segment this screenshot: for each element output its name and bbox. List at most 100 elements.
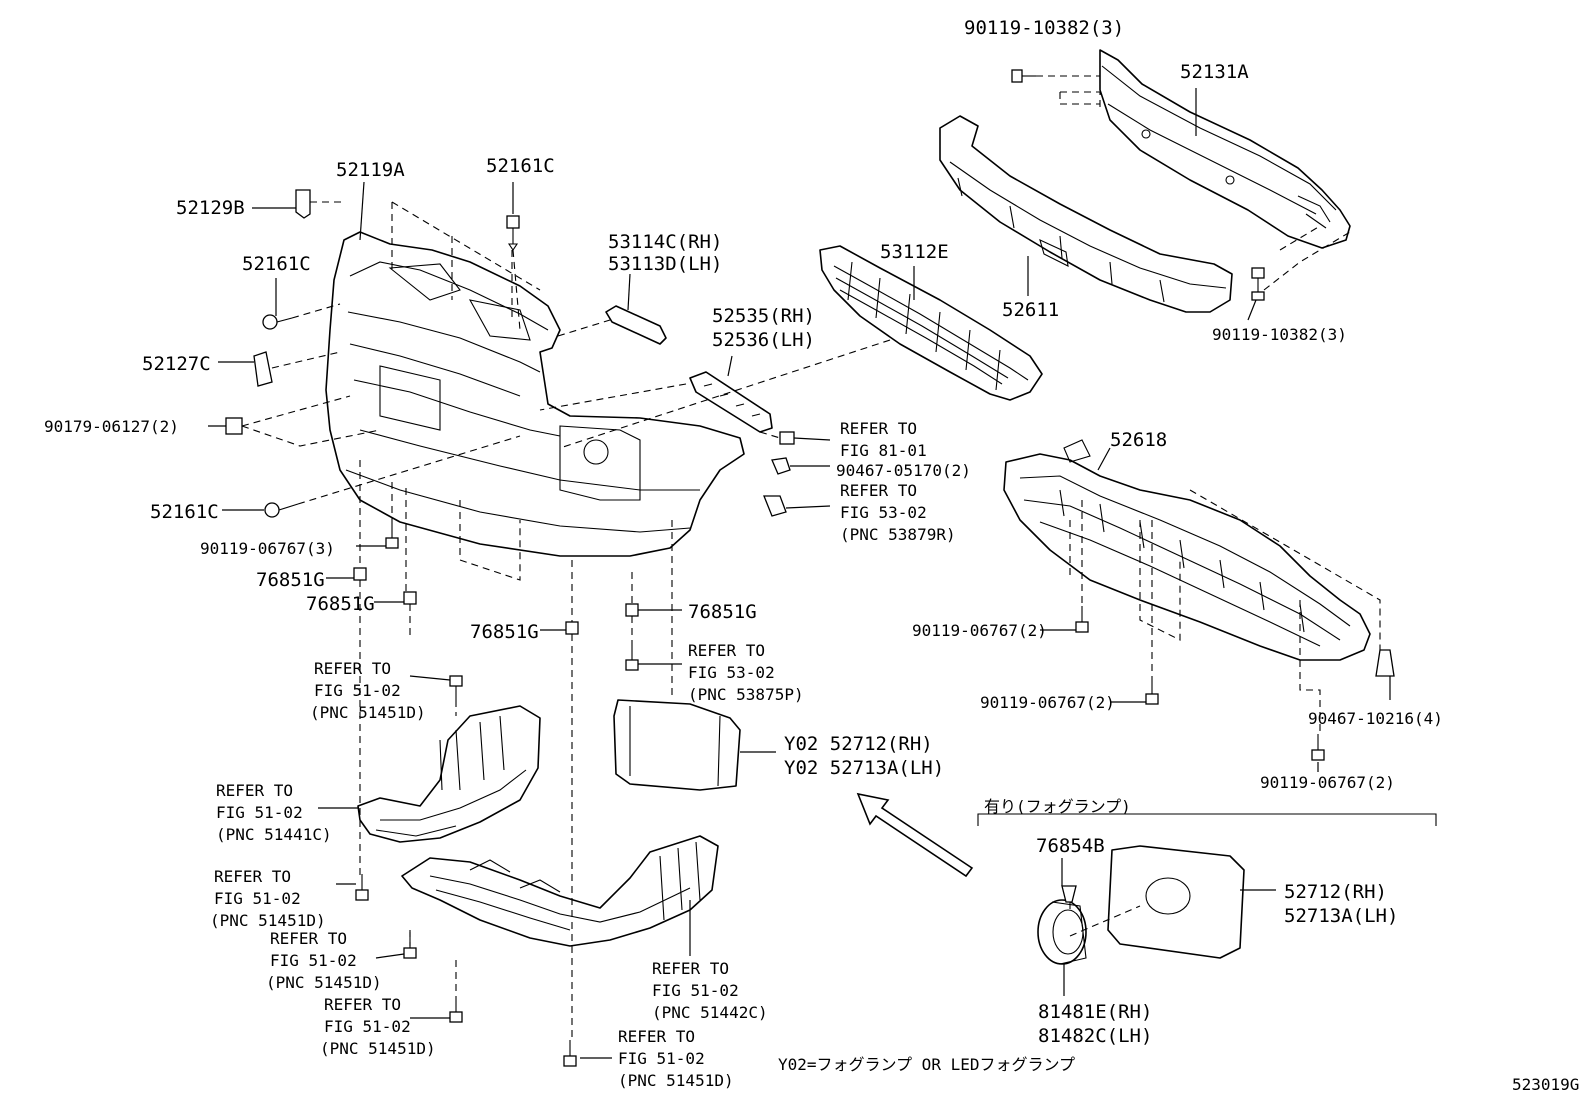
absorber-52611: [939, 115, 1233, 313]
label-76851G-b: 76851G: [306, 593, 375, 615]
label-53113D: 53113D(LH): [608, 253, 722, 275]
label-refer-51441-a: REFER TO: [216, 781, 293, 800]
label-90179-06127: 90179-06127(2): [44, 417, 179, 436]
nut-icon: [625, 603, 639, 617]
clip-icon: [1375, 649, 1395, 677]
label-refer-51451-b2: FIG 51-02: [214, 889, 301, 908]
clip-icon: [1061, 885, 1077, 903]
label-90119-10382-bot: 90119-10382(3): [1212, 325, 1347, 344]
label-52127C: 52127C: [142, 353, 211, 375]
diagram-id: 523019G: [1512, 1075, 1579, 1094]
label-90467-05170: 90467-05170(2): [836, 461, 971, 480]
label-76854B: 76854B: [1036, 835, 1105, 857]
label-refer-53879-b: FIG 53-02: [840, 503, 927, 522]
fasteners: [225, 69, 1395, 1067]
label-52129B: 52129B: [176, 197, 245, 219]
label-52161C-low: 52161C: [150, 501, 219, 523]
clip-icon: [763, 495, 787, 517]
bolt-icon: [449, 996, 463, 1023]
label-90119-10382-top: 90119-10382(3): [964, 17, 1124, 39]
bolt-icon: [1251, 267, 1265, 301]
clip-icon: [295, 189, 311, 219]
label-76851G-c: 76851G: [470, 621, 539, 643]
label-90119-06767-2a: 90119-06767(2): [912, 621, 1047, 640]
bolt-icon: [1075, 606, 1089, 633]
label-90119-06767-2b: 90119-06767(2): [980, 693, 1115, 712]
label-52131A: 52131A: [1180, 61, 1249, 83]
label-refer-53875-c: (PNC 53875P): [688, 685, 804, 704]
fog-cover-52712: [1107, 845, 1245, 959]
label-refer-51451-e2: FIG 51-02: [618, 1049, 705, 1068]
label-refer-51441-c: (PNC 51441C): [216, 825, 332, 844]
label-refer-51451-a1: REFER TO: [314, 659, 391, 678]
bolt-icon: [355, 874, 369, 901]
molding-53114C: [605, 305, 667, 345]
label-refer-51451-d2: FIG 51-02: [324, 1017, 411, 1036]
bolt-icon: [385, 524, 399, 549]
label-refer-51441-b: FIG 51-02: [216, 803, 303, 822]
clip-icon: [771, 457, 791, 475]
label-fog-header: 有り(フォグランプ): [984, 797, 1131, 816]
label-y02-52712: Y02 52712(RH): [784, 733, 933, 755]
undercover-51441C: [357, 705, 541, 843]
label-52119A: 52119A: [336, 159, 405, 181]
label-refer-51442-b: FIG 51-02: [652, 981, 739, 1000]
retainer-52535: [689, 371, 773, 433]
label-52713A-lh: 52713A(LH): [1284, 905, 1398, 927]
label-52535: 52535(RH): [712, 305, 815, 327]
label-refer-51451-b3: (PNC 51451D): [210, 911, 326, 930]
nut-icon: [353, 567, 367, 581]
undercover-51442C: [401, 835, 719, 947]
label-90467-10216: 90467-10216(4): [1308, 709, 1443, 728]
label-52618: 52618: [1110, 429, 1167, 451]
label-refer-51451-e3: (PNC 51451D): [618, 1071, 734, 1090]
undercover-52618: [1003, 439, 1371, 661]
label-52611: 52611: [1002, 299, 1059, 321]
fog-lamp-81481E: [1037, 899, 1087, 965]
bolt-icon: [563, 1040, 577, 1067]
label-refer-51451-d3: (PNC 51451D): [320, 1039, 436, 1058]
label-52712-rh: 52712(RH): [1284, 881, 1387, 903]
label-90119-06767-3: 90119-06767(3): [200, 539, 335, 558]
nut-icon: [565, 621, 579, 635]
label-53114C: 53114C(RH): [608, 231, 722, 253]
label-52536: 52536(LH): [712, 329, 815, 351]
label-refer-51451-e1: REFER TO: [618, 1027, 695, 1046]
label-52161C-mid: 52161C: [242, 253, 311, 275]
label-refer-53879-a: REFER TO: [840, 481, 917, 500]
label-refer-53875-a: REFER TO: [688, 641, 765, 660]
label-y02-52713A: Y02 52713A(LH): [784, 757, 944, 779]
label-refer-51451-a3: (PNC 51451D): [310, 703, 426, 722]
bolt-icon: [449, 675, 463, 700]
nut-icon: [403, 591, 417, 605]
fog-option-bracket: [977, 813, 1437, 826]
label-refer-51442-c: (PNC 51442C): [652, 1003, 768, 1022]
part-labels: 90119-10382(3) 52131A 52119A 52161C 5212…: [44, 17, 1579, 1094]
label-90119-06767-2c: 90119-06767(2): [1260, 773, 1395, 792]
arrow-icon: [856, 792, 974, 878]
fog-cover-y02: [613, 699, 741, 791]
label-refer-51451-c3: (PNC 51451D): [266, 973, 382, 992]
label-refer-53875-b: FIG 53-02: [688, 663, 775, 682]
assembly-lines: [241, 75, 1381, 1040]
label-76851G-a: 76851G: [256, 569, 325, 591]
grille-53112E: [819, 245, 1043, 401]
label-refer-51451-a2: FIG 51-02: [314, 681, 401, 700]
bolt-icon: [1145, 678, 1159, 705]
label-81482C: 81482C(LH): [1038, 1025, 1152, 1047]
clip-icon: [253, 351, 273, 387]
bumper-cover-52119A: [325, 231, 745, 557]
footnote: Y02=フォグランプ OR LEDフォグランプ: [778, 1055, 1075, 1074]
bolt-icon: [1011, 69, 1036, 83]
label-refer-51451-b1: REFER TO: [214, 867, 291, 886]
label-refer-51451-c1: REFER TO: [270, 929, 347, 948]
label-refer-51442-a: REFER TO: [652, 959, 729, 978]
label-refer-81-01-a: REFER TO: [840, 419, 917, 438]
screw-icon: [262, 314, 293, 330]
label-53112E: 53112E: [880, 241, 949, 263]
label-refer-53879-c: (PNC 53879R): [840, 525, 956, 544]
label-76851G-d: 76851G: [688, 601, 757, 623]
screw-icon: [264, 502, 299, 518]
